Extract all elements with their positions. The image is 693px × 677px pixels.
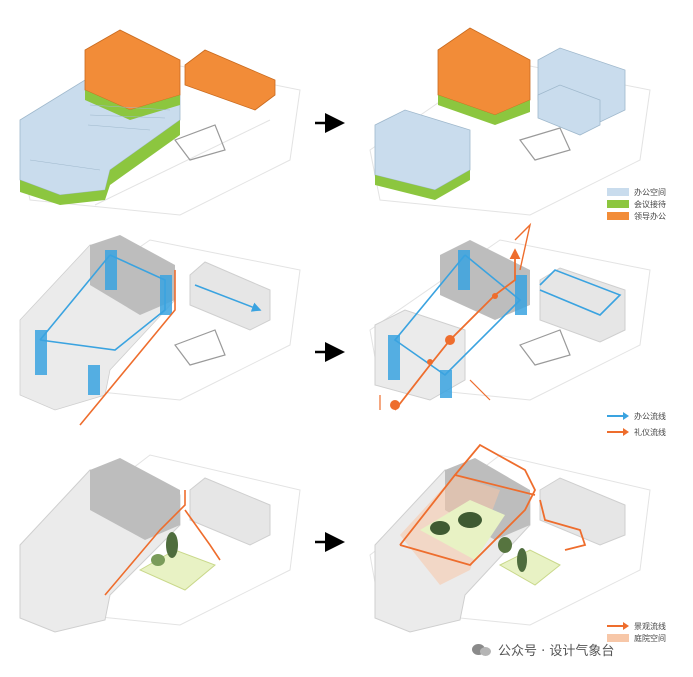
legend-item-ceremony-flow: 礼仪流线 [607,426,666,438]
legend-item-office-flow: 办公流线 [607,410,666,422]
wechat-icon [472,642,492,658]
legend-label: 庭院空间 [634,633,666,643]
legend-label: 景观流线 [634,621,666,631]
legend-label: 会议接待 [634,199,666,209]
arrow-icon [607,428,629,436]
office-flow-left [39,254,260,351]
legend-label: 办公流线 [634,411,666,421]
legend-swatch [607,212,629,220]
row1-right-diagram [369,27,651,216]
legend-item-courtyard: 庭院空间 [607,632,666,644]
legend-item-meeting: 会议接待 [607,198,666,210]
landscape-flow-right [399,443,587,567]
legend-label: 礼仪流线 [634,427,666,437]
ceremony-flow-right [394,248,521,411]
legend-landscape: 景观流线 庭院空间 [607,620,666,644]
legend-swatch [607,200,629,208]
legend-label: 办公空间 [634,187,666,197]
legend-item-leader: 领导办公 [607,210,666,222]
row1-left-diagram [19,29,301,216]
row3-right-diagram [369,443,651,633]
ceremony-flow-left [79,270,176,426]
meeting-mass [20,120,180,205]
stair-outline [174,124,226,161]
landscape-flow-left [104,490,221,596]
row3-left-diagram [19,454,301,633]
legend-item-landscape-flow: 景观流线 [607,620,666,632]
row2-right-diagram [369,222,651,411]
legend-item-office: 办公空间 [607,186,666,198]
arrow-icon [607,622,629,630]
legend-swatch [607,634,629,642]
leader-mass-2 [184,49,276,111]
office-flow-right [393,254,622,377]
legend-swatch [607,188,629,196]
trees-left [151,532,178,566]
watermark-text: 公众号 · 设计气象台 [498,644,615,659]
row2-left-diagram [19,235,301,426]
trees-right [430,512,527,572]
legend-label: 领导办公 [634,211,666,221]
watermark: 公众号 · 设计气象台 [472,640,614,659]
legend-functions: 办公空间 会议接待 领导办公 [607,186,666,222]
arrow-icon [607,412,629,420]
legend-flows: 办公流线 礼仪流线 [607,410,666,438]
